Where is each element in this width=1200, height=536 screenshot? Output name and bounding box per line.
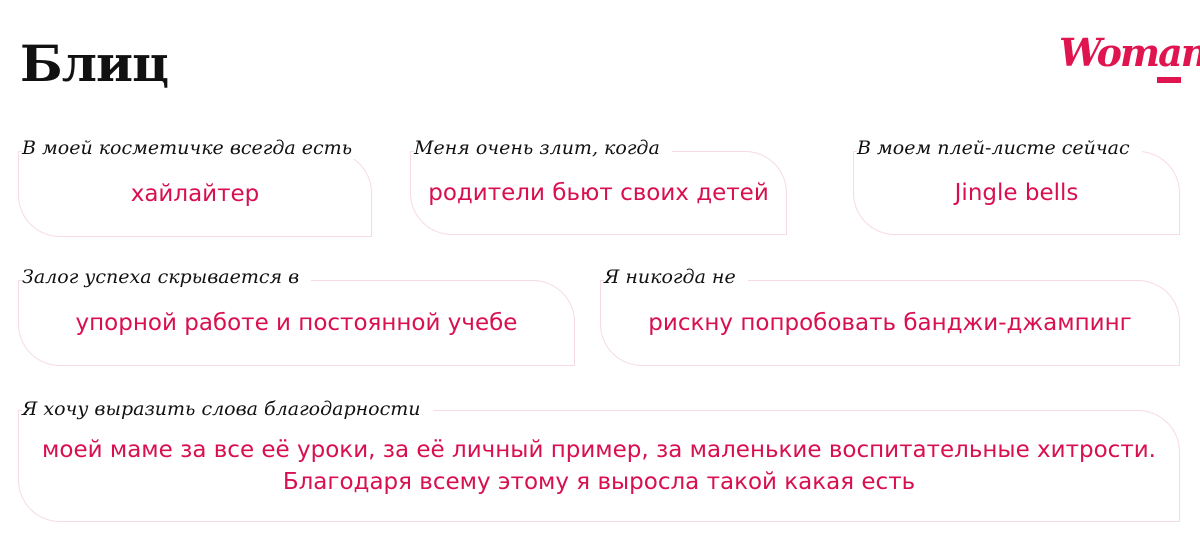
question-label: В моем плей-листе сейчас: [857, 137, 1142, 159]
answer-text: Jingle bells: [954, 180, 1079, 206]
answer-box: родители бьют своих детей: [410, 151, 787, 235]
answer-text: родители бьют своих детей: [428, 180, 769, 206]
question-label: Залог успеха скрывается в: [22, 266, 312, 288]
question-label: Я никогда не: [604, 266, 748, 288]
blitz-card-cosmetics: В моей косметичке всегда есть хайлайтер: [18, 137, 372, 237]
blitz-card-playlist: В моем плей-листе сейчас Jingle bells: [853, 137, 1180, 235]
blitz-card-annoys: Меня очень злит, когда родители бьют сво…: [410, 137, 787, 235]
logo-tag: [1157, 77, 1181, 83]
answer-text-line-1: моей маме за все её уроки, за её личный …: [42, 437, 1156, 463]
answer-text: хайлайтер: [130, 181, 260, 207]
question-label: В моей косметичке всегда есть: [22, 137, 365, 159]
answer-box: рискну попробовать банджи-джампинг: [600, 280, 1180, 366]
blitz-card-success: Залог успеха скрывается в упорной работе…: [18, 266, 575, 366]
answer-box: хайлайтер: [18, 151, 372, 237]
answer-box: упорной работе и постоянной учебе: [18, 280, 575, 366]
blitz-card-never: Я никогда не рискну попробовать банджи-д…: [600, 266, 1180, 366]
page-title: Блиц: [20, 34, 169, 93]
answer-text-line-2: Благодаря всему этому я выросла такой ка…: [282, 469, 916, 495]
logo-text: Woman: [1059, 30, 1200, 75]
question-label: Я хочу выразить слова благодарности: [22, 398, 433, 420]
answer-text: рискну попробовать банджи-джампинг: [648, 310, 1132, 336]
question-label: Меня очень злит, когда: [414, 137, 672, 159]
answer-box: Jingle bells: [853, 151, 1180, 235]
answer-box: моей маме за все её уроки, за её личный …: [18, 410, 1180, 522]
blitz-card-gratitude: Я хочу выразить слова благодарности моей…: [18, 398, 1180, 522]
answer-text: упорной работе и постоянной учебе: [75, 310, 518, 336]
woman-logo: Woman: [1055, 30, 1200, 90]
